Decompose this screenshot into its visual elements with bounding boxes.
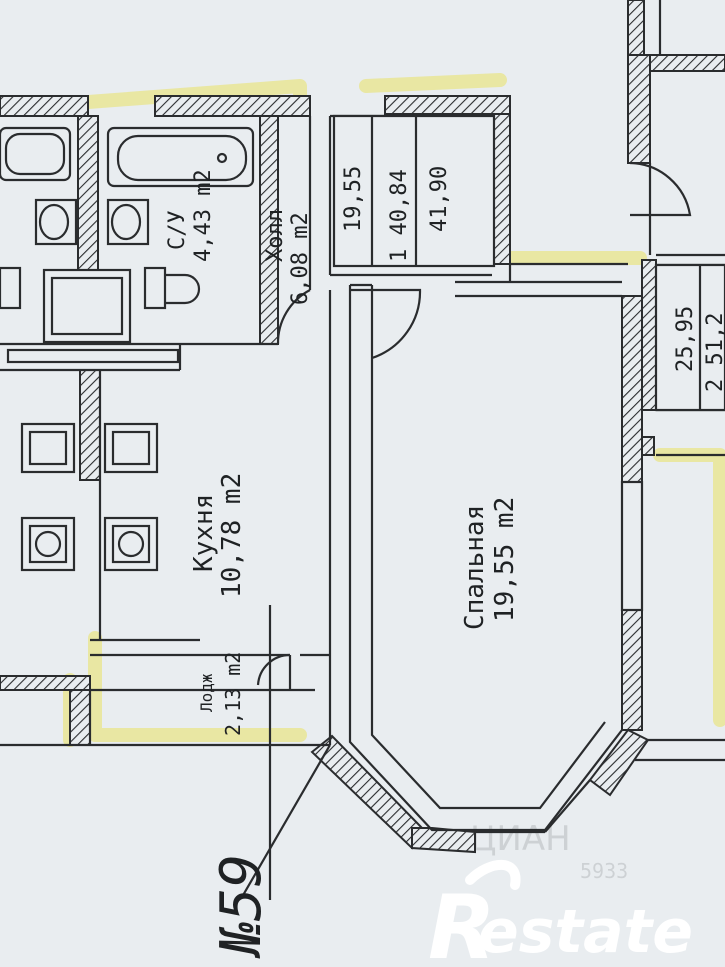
plan-number: №59	[209, 854, 274, 959]
kitchen-name-label: Кухня	[189, 494, 219, 572]
bedroom-door	[350, 288, 422, 360]
wall-top-left	[0, 95, 89, 117]
toilet-tank	[143, 266, 167, 310]
bathroom-area-label: 4,43 m2	[191, 169, 216, 262]
wall-right-top-stub	[627, 0, 645, 56]
partitions	[0, 0, 725, 900]
hall-area-label: 6,08 m2	[288, 212, 313, 305]
living-area-label: 19,55	[341, 166, 366, 232]
wall-bay-bottom-left	[411, 827, 476, 854]
area-summary-labels: 19,55 1 40,84 41,90 25,95 2 51,2	[341, 166, 725, 392]
bathroom-name-label: С/У	[165, 210, 190, 250]
room-labels: С/У 4,43 m2 Холл 6,08 m2 Кухня 10,78 m2 …	[165, 169, 520, 736]
bath-door	[276, 289, 311, 345]
bathtub	[106, 126, 255, 188]
wall-stub-a	[641, 436, 655, 456]
doors	[256, 161, 692, 690]
walls	[0, 0, 725, 854]
watermark-cian-text: ЦИАН	[470, 819, 571, 859]
wall-top-bath	[154, 95, 311, 117]
wall-bedroom-right-upper	[621, 295, 643, 483]
watermark-code-text: 5933	[580, 859, 628, 883]
entrance-door	[629, 161, 692, 217]
sink	[106, 198, 150, 246]
wall-right-top	[649, 54, 725, 72]
hall-name-label: Холл	[263, 209, 288, 262]
fixtures	[0, 114, 725, 572]
wall-kitchen-left	[79, 369, 101, 481]
cian-watermark: ЦИАН 5933	[470, 819, 628, 883]
area-summary-box	[332, 114, 496, 268]
wall-shaft-top	[384, 95, 511, 115]
neighbor-living-area-label: 25,95	[673, 306, 698, 372]
neighbor-rooms-total-label: 2 51,2	[703, 313, 725, 392]
wall-right-upper	[627, 54, 651, 164]
bathtub-left	[0, 126, 72, 182]
plan-number-label: №59	[209, 854, 274, 959]
wall-bedroom-right-lower	[621, 609, 643, 731]
sink-left	[34, 198, 78, 246]
bedroom-area-label: 19,55 m2	[490, 497, 520, 622]
neighbor-summary-box	[654, 263, 725, 412]
restate-logo: R estate	[428, 859, 693, 967]
toilet-bowl	[165, 273, 201, 305]
kitchen-area-label: 10,78 m2	[217, 473, 247, 598]
total-area-label: 41,90	[427, 166, 452, 232]
loggia-name-label: Лодж	[197, 673, 216, 712]
restate-logo-swoosh	[465, 859, 521, 890]
loggia-door	[256, 653, 291, 686]
wall-bay-right	[588, 728, 650, 797]
wall-bay-left	[310, 734, 424, 850]
wall-kitchen-bottom-left	[0, 675, 91, 691]
restate-logo-r: R	[428, 876, 496, 967]
restate-logo-text: estate	[478, 897, 693, 967]
washer	[42, 268, 132, 344]
wall-loggia-left	[69, 689, 91, 746]
loggia-area-label: 2,13 m2	[221, 652, 245, 736]
wall-neighbor-divider	[641, 259, 657, 411]
bedroom-name-label: Спальная	[460, 505, 490, 630]
rooms-total-label: 1 40,84	[387, 169, 412, 262]
